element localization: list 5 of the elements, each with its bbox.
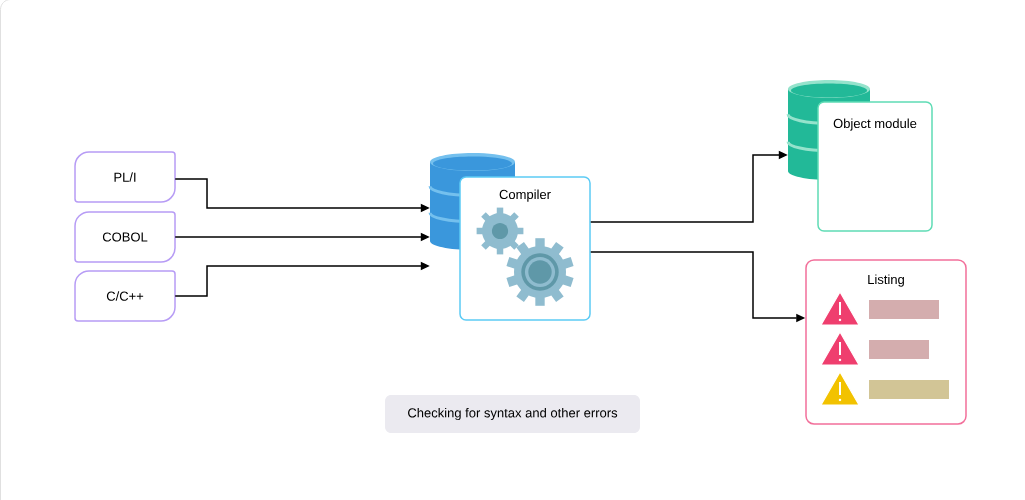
note-box: Checking for syntax and other errors	[385, 395, 640, 433]
input-box: PL/I	[74, 151, 176, 203]
input-box: COBOL	[74, 211, 176, 263]
module-box: Object module	[817, 101, 933, 232]
input-box: C/C++	[74, 270, 176, 322]
